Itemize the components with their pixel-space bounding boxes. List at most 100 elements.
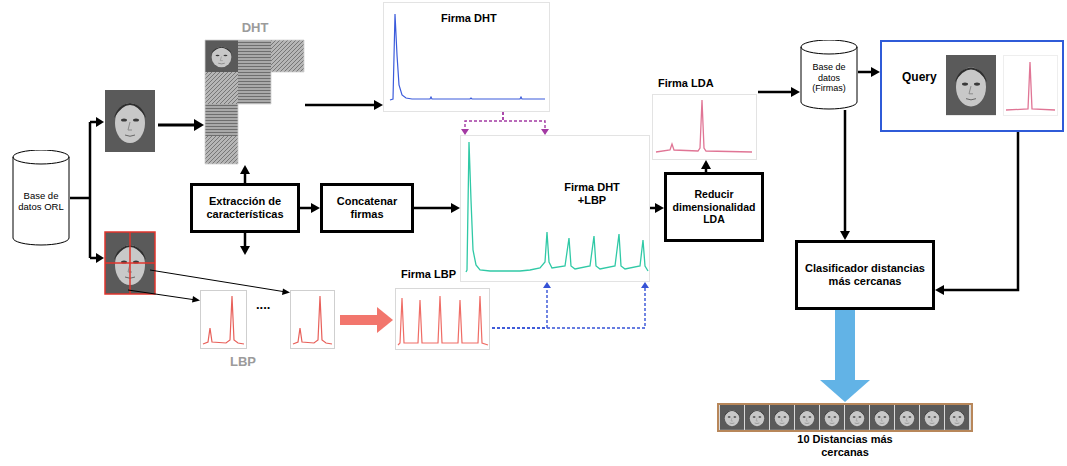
- dht-tile: [205, 72, 238, 104]
- dht-tile: [271, 40, 304, 72]
- connector: [300, 203, 320, 213]
- cylinder-body: [801, 40, 857, 109]
- connector-line: [300, 207, 312, 210]
- connector: [240, 233, 250, 255]
- plot-frame: [461, 136, 650, 282]
- connector-line: [943, 132, 1018, 290]
- connector-line: [492, 287, 645, 328]
- connector: [650, 203, 664, 213]
- node-text: DHT: [230, 20, 280, 36]
- node-text: Base de datos ORL: [15, 190, 67, 213]
- node-text: Reducir dimensionalidad LDA: [671, 188, 757, 226]
- ellipsis-label: ....: [256, 297, 286, 313]
- result-face: [895, 405, 919, 430]
- cylinder-rim: [801, 47, 857, 54]
- query-signature-plot: [1006, 62, 1055, 110]
- dht-tile: [238, 72, 271, 104]
- database-cylinder: Base de datos (Firmas): [800, 40, 858, 110]
- plot-frame: [653, 95, 757, 160]
- arrowhead: [701, 160, 711, 169]
- leader-arrowhead: [282, 289, 290, 296]
- arrowhead: [935, 285, 944, 295]
- result-face: [870, 405, 894, 430]
- result-face: [820, 405, 844, 430]
- node-text: 10 Distancias más cercanas: [780, 433, 910, 459]
- arrowhead: [641, 282, 649, 288]
- connector-line: [835, 310, 855, 381]
- arrowhead: [311, 203, 320, 213]
- connector: [503, 112, 549, 135]
- node-text: Clasificador distancias más cercanas: [802, 262, 928, 288]
- process-box: Concatenar firmas: [320, 183, 414, 233]
- connector: [701, 160, 711, 172]
- connector-line: [340, 315, 378, 325]
- node-text: Firma DHT +LBP: [554, 181, 630, 207]
- node-text: Query: [902, 70, 952, 84]
- plot-frame: [396, 289, 490, 350]
- arrowhead: [543, 282, 551, 288]
- leader-arrowhead: [192, 296, 200, 303]
- connector: [305, 100, 383, 110]
- signature-plot: Firma DHT +LBP: [460, 135, 650, 282]
- connector: [758, 87, 800, 97]
- result-face: [795, 405, 819, 430]
- face-photo: [105, 90, 155, 152]
- connector: [461, 112, 503, 135]
- arrowhead: [451, 203, 460, 213]
- arrowhead: [374, 100, 383, 110]
- signature-plot: LBP: [195, 255, 340, 372]
- database-cylinder: Base de datos ORL: [12, 150, 70, 246]
- arrowhead: [791, 87, 800, 97]
- result-face: [745, 405, 769, 430]
- arrowhead: [820, 380, 870, 402]
- result-strip: [718, 404, 972, 431]
- signature-plot: 10 Distancias más cercanas: [716, 402, 974, 466]
- process-box: Reducir dimensionalidad LDA: [664, 172, 764, 242]
- result-face: [845, 405, 869, 430]
- connector-line: [858, 71, 872, 74]
- connector-line: [758, 91, 792, 94]
- connector-line: [414, 207, 452, 210]
- lbp-histogram: [293, 296, 332, 344]
- query-face: [946, 55, 996, 115]
- result-face: [945, 405, 969, 430]
- node-text: Firma LBP: [401, 268, 485, 281]
- node-text: Extracción de características: [197, 195, 293, 221]
- wire-arrowhead: [96, 253, 104, 263]
- result-face: [770, 405, 794, 430]
- arrowhead: [240, 165, 250, 174]
- connector-line: [844, 110, 847, 232]
- connector: [340, 307, 393, 333]
- cylinder-rim: [13, 157, 69, 164]
- dht-grid-outline: [205, 40, 304, 164]
- connector: [858, 67, 880, 77]
- lbp-histogram: [203, 296, 244, 344]
- connector: [240, 165, 250, 183]
- arrowhead: [541, 129, 549, 135]
- result-face: [920, 405, 944, 430]
- connector: [492, 282, 649, 328]
- node-text: Concatenar firmas: [327, 195, 407, 221]
- cylinder-body: [13, 150, 69, 245]
- signature-plot: Firma LBP: [393, 266, 492, 352]
- arrowhead: [240, 246, 250, 255]
- histogram-frame: [201, 291, 247, 349]
- histogram-frame: [291, 291, 335, 349]
- combined-signature-plot: [466, 142, 648, 272]
- arrowhead: [377, 307, 393, 333]
- signature-plot: Firma DHT: [383, 2, 550, 112]
- connector: [935, 132, 1018, 295]
- plot-frame: [384, 3, 550, 112]
- plot-frame: [1004, 56, 1058, 116]
- flow-arrow: [158, 124, 195, 127]
- node-text: LBP: [223, 354, 263, 370]
- lbp-partition: [105, 232, 155, 294]
- arrowhead: [840, 231, 850, 240]
- signature-plot: DHT: [205, 20, 305, 165]
- arrowhead: [461, 129, 469, 135]
- process-box: Clasificador distancias más cercanas: [795, 240, 935, 310]
- arrowhead: [655, 203, 664, 213]
- connector: [492, 282, 551, 328]
